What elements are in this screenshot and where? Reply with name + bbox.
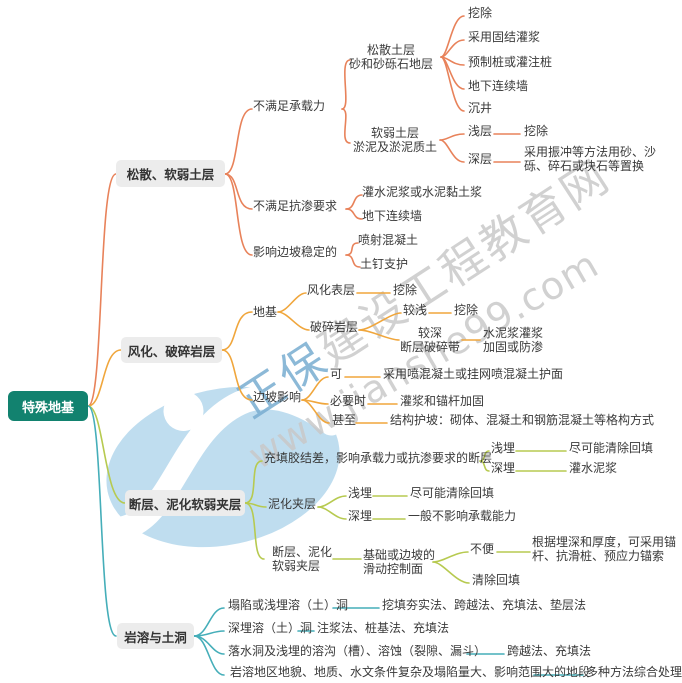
leaf-soft-shallow-excavate[interactable]: 挖除 xyxy=(524,124,549,138)
leaf-diaphragm-wall[interactable]: 地下连续墙 xyxy=(468,79,529,93)
node-soft-shallow[interactable]: 浅层 xyxy=(468,124,493,138)
node-foundation[interactable]: 地基 xyxy=(253,305,278,319)
node-fault-shallow[interactable]: 浅埋 xyxy=(491,441,516,455)
leaf-sinkhole-methods[interactable]: 跨越法、充填法 xyxy=(507,644,592,658)
leaf-consolidation-grouting[interactable]: 采用固结灌浆 xyxy=(468,30,541,44)
leaf-shotcrete-mesh-facing[interactable]: 采用喷混凝土或挂网喷混凝土护面 xyxy=(383,367,564,381)
node-weathered-surface[interactable]: 风化表层 xyxy=(307,283,356,297)
node-sliding-control-plane[interactable]: 基础或边坡的 滑动控制面 xyxy=(363,548,436,576)
node-slope-influence[interactable]: 边坡影响 xyxy=(253,390,302,404)
node-mud-deep[interactable]: 深埋 xyxy=(348,509,373,523)
node-inconvenient[interactable]: 不便 xyxy=(470,542,495,556)
node-soft-soil-layer[interactable]: 软弱土层 淤泥及淤泥质土 xyxy=(352,126,437,154)
node-mud-interlayer[interactable]: 泥化夹层 xyxy=(268,497,317,511)
leaf-broken-shallow-excavate[interactable]: 挖除 xyxy=(454,303,479,317)
leaf-fault-shallow-clear[interactable]: 尽可能清除回填 xyxy=(569,441,654,455)
node-may[interactable]: 可 xyxy=(330,367,343,381)
node-sinkhole-karst-trench[interactable]: 落水洞及浅埋的溶沟（槽）、溶蚀（裂隙、漏斗） xyxy=(228,644,487,658)
node-slope-stability[interactable]: 影响边坡稳定的 xyxy=(253,245,338,259)
node-necessary[interactable]: 必要时 xyxy=(330,394,367,408)
leaf-grouting-anchor[interactable]: 灌浆和锚杆加固 xyxy=(400,394,485,408)
leaf-collapse-methods[interactable]: 挖填夯实法、跨越法、充填法、垫层法 xyxy=(382,598,587,612)
branch2-edges xyxy=(87,292,481,424)
leaf-comprehensive-treatment[interactable]: 多种方法综合处理 xyxy=(586,665,682,679)
node-broken-shallow[interactable]: 较浅 xyxy=(403,303,428,317)
node-soft-deep[interactable]: 深层 xyxy=(468,152,493,166)
node-seepage-requirement[interactable]: 不满足抗渗要求 xyxy=(253,199,338,213)
branch-fault-mud-interlayer[interactable]: 断层、泥化软弱夹层 xyxy=(125,490,245,516)
leaf-vibro-replacement[interactable]: 采用振冲等方法用砂、沙 砾、碎石或块石等置换 xyxy=(524,145,657,173)
leaf-diaphragm-wall-2[interactable]: 地下连续墙 xyxy=(362,209,423,223)
root-node[interactable]: 特殊地基 xyxy=(8,391,88,421)
branch3-edges xyxy=(87,405,567,584)
node-fault-deep[interactable]: 深埋 xyxy=(491,461,516,475)
node-mud-shallow[interactable]: 浅埋 xyxy=(348,486,373,500)
node-poorly-cemented-fault[interactable]: 充填胶结差，影响承载力或抗渗要求的断层 xyxy=(264,451,493,465)
branch-weathered-broken-rock[interactable]: 风化、破碎岩层 xyxy=(121,337,222,363)
node-collapse-shallow-cave[interactable]: 塌陷或浅埋溶（土）洞 xyxy=(228,598,349,612)
leaf-excavate[interactable]: 挖除 xyxy=(468,6,493,20)
node-broken-deep[interactable]: 较深 断层破碎带 xyxy=(400,326,461,354)
node-clear-backfill[interactable]: 清除回填 xyxy=(472,573,521,587)
branch4-edges xyxy=(87,405,584,676)
leaf-fault-deep-grout[interactable]: 灌水泥浆 xyxy=(569,461,618,475)
leaf-precast-or-cast-piles[interactable]: 预制桩或灌注桩 xyxy=(468,55,553,69)
branch-karst-soil-cave[interactable]: 岩溶与土洞 xyxy=(117,623,194,649)
leaf-deep-cave-methods[interactable]: 注浆法、桩基法、充填法 xyxy=(317,621,450,635)
leaf-cement-clay-grout[interactable]: 灌水泥浆或水泥黏土浆 xyxy=(362,185,483,199)
node-complex-karst-area[interactable]: 岩溶地区地貌、地质、水文条件复杂及塌陷量大、影响范围大的地段 xyxy=(230,665,591,679)
node-bearing-capacity[interactable]: 不满足承载力 xyxy=(253,99,326,113)
leaf-mud-shallow-clear[interactable]: 尽可能清除回填 xyxy=(410,486,495,500)
leaf-structural-slope-protection[interactable]: 结构护坡：砌体、混凝土和钢筋混凝土等格构方式 xyxy=(390,413,655,427)
node-loose-soil-layer[interactable]: 松散土层 砂和砂砾石地层 xyxy=(348,43,433,71)
leaf-soil-nailing[interactable]: 土钉支护 xyxy=(360,257,409,271)
node-broken-rock[interactable]: 破碎岩层 xyxy=(310,320,359,334)
leaf-caisson[interactable]: 沉井 xyxy=(468,101,493,115)
leaf-cement-grouting-seal[interactable]: 水泥浆灌浆 加固或防渗 xyxy=(483,326,544,354)
node-even[interactable]: 甚至 xyxy=(332,413,357,427)
node-fault-mud-weak[interactable]: 断层、泥化 软弱夹层 xyxy=(272,545,333,573)
leaf-shotcrete[interactable]: 喷射混凝土 xyxy=(358,233,419,247)
branch1-edges xyxy=(87,15,521,407)
branch-loose-weak-soil[interactable]: 松散、软弱土层 xyxy=(116,160,225,187)
leaf-weathered-excavate[interactable]: 挖除 xyxy=(393,283,418,297)
logo-notch xyxy=(163,390,204,431)
node-deep-cave[interactable]: 深埋溶（土）洞 xyxy=(228,621,313,635)
leaf-anchor-antislide-pile[interactable]: 根据埋深和厚度，可采用锚 杆、抗滑桩、预应力锚索 xyxy=(532,535,677,563)
leaf-mud-deep-no-effect[interactable]: 一般不影响承载能力 xyxy=(408,509,517,523)
